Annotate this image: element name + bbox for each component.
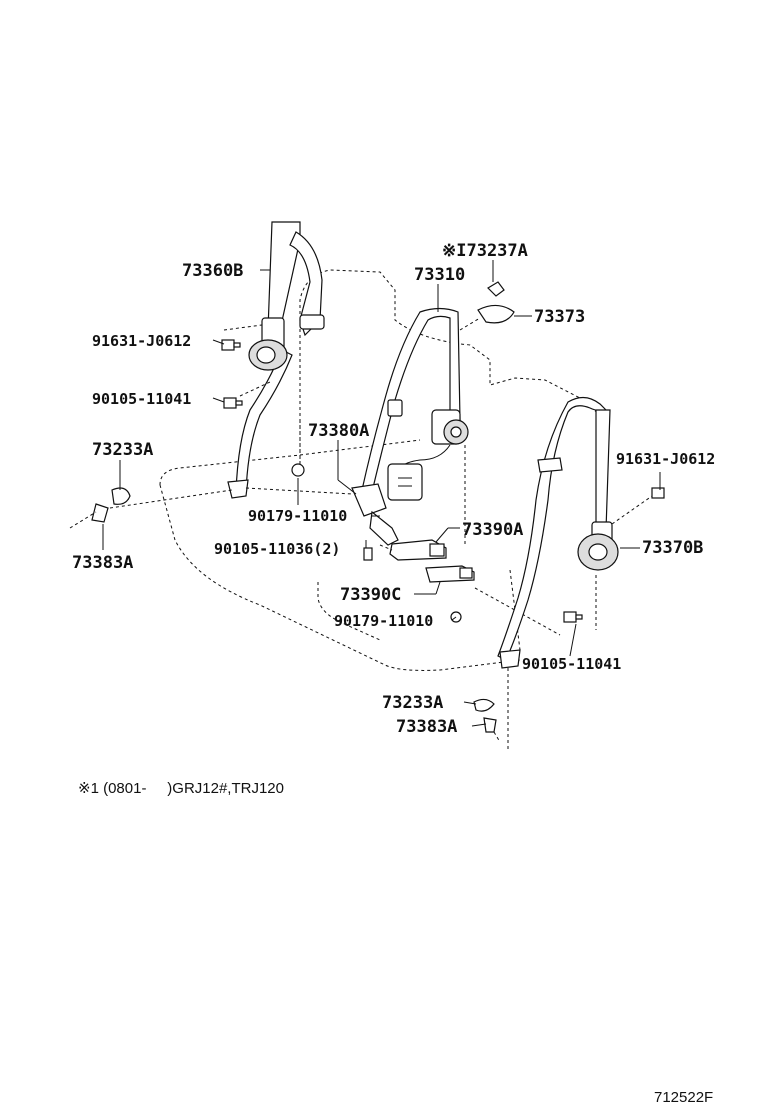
label-73390c: 73390C: [340, 585, 401, 605]
label-73360b: 73360B: [182, 261, 243, 281]
label-91631-j0612-left: 91631-J0612: [92, 332, 191, 350]
clip-icon: [483, 717, 497, 733]
seat-outline: [159, 269, 601, 671]
label-73390a: 73390A: [462, 520, 523, 540]
label-73383a-left: 73383A: [72, 553, 133, 573]
label-73233a-left: 73233A: [92, 440, 153, 460]
center-belt-assembly: [351, 281, 515, 546]
label-90179-11010-upper: 90179-11010: [248, 507, 347, 525]
label-90105-11041-left: 90105-11041: [92, 390, 191, 408]
right-shoulder-belt-assembly: [497, 396, 619, 669]
bolt-icon: [223, 397, 243, 409]
buckles: [389, 539, 475, 583]
label-91631-j0612-right: 91631-J0612: [616, 450, 715, 468]
cap-icon: [473, 698, 495, 712]
label-73380a: 73380A: [308, 421, 369, 441]
label-73383a-bottom: 73383A: [396, 717, 457, 737]
part-labels: 73360B 91631-J0612 90105-11041 73233A 73…: [72, 241, 715, 737]
bolt-icon: [651, 487, 665, 499]
label-73373: 73373: [534, 307, 585, 327]
applicability-footnote: ※1 (0801- )GRJ12#,TRJ120: [78, 780, 284, 797]
label-90105-11036: 90105-11036(2): [214, 540, 340, 558]
bolt-icon: [221, 339, 241, 351]
label-90179-11010-lower: 90179-11010: [334, 612, 433, 630]
nut-icon: [291, 463, 305, 477]
label-73370b: 73370B: [642, 538, 703, 558]
leader-lines: [69, 260, 661, 750]
cap-icon: [111, 487, 131, 505]
clip-icon: [91, 503, 109, 523]
fasteners: [91, 339, 665, 733]
left-shoulder-belt-assembly: [227, 221, 325, 499]
bolt-icon: [363, 547, 373, 561]
label-i73237a: ※I73237A: [442, 241, 528, 261]
bolt-icon: [563, 611, 583, 623]
label-73310: 73310: [414, 265, 465, 285]
label-90105-11041-right: 90105-11041: [522, 655, 621, 673]
label-73233a-bottom: 73233A: [382, 693, 443, 713]
figure-code: 712522F: [654, 1089, 713, 1106]
